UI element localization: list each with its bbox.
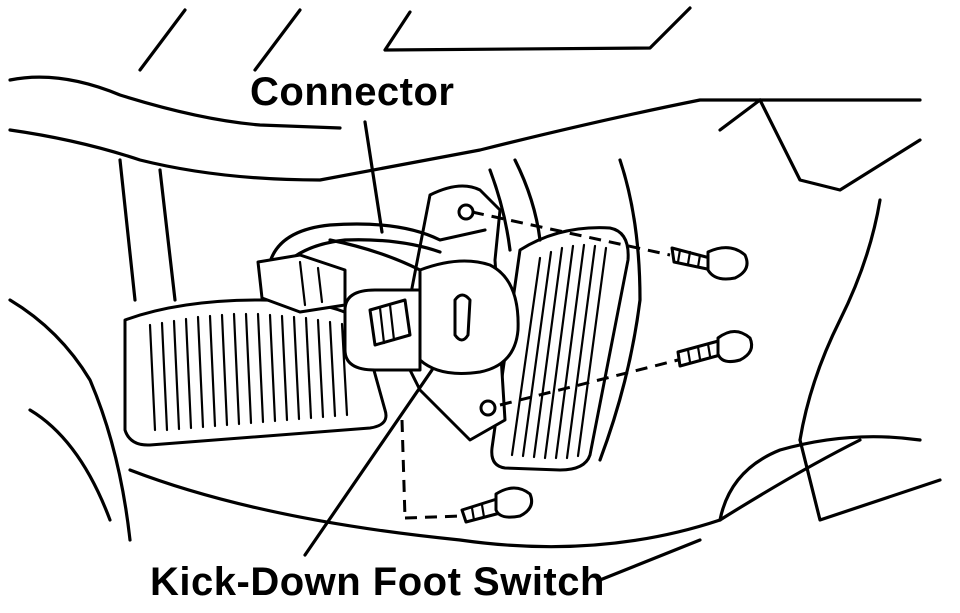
connector-wiring (256, 222, 487, 314)
accelerator-pedal (490, 226, 630, 472)
brake-pedal (123, 298, 388, 447)
bolts (460, 246, 754, 524)
dashboard-outline (8, 6, 942, 582)
assembly-lines (400, 210, 679, 520)
kickdown-switch-label: Kick-Down Foot Switch (150, 560, 605, 604)
connector-label: Connector (250, 70, 455, 114)
leader-lines (303, 120, 434, 557)
kickdown-switch (343, 259, 520, 375)
